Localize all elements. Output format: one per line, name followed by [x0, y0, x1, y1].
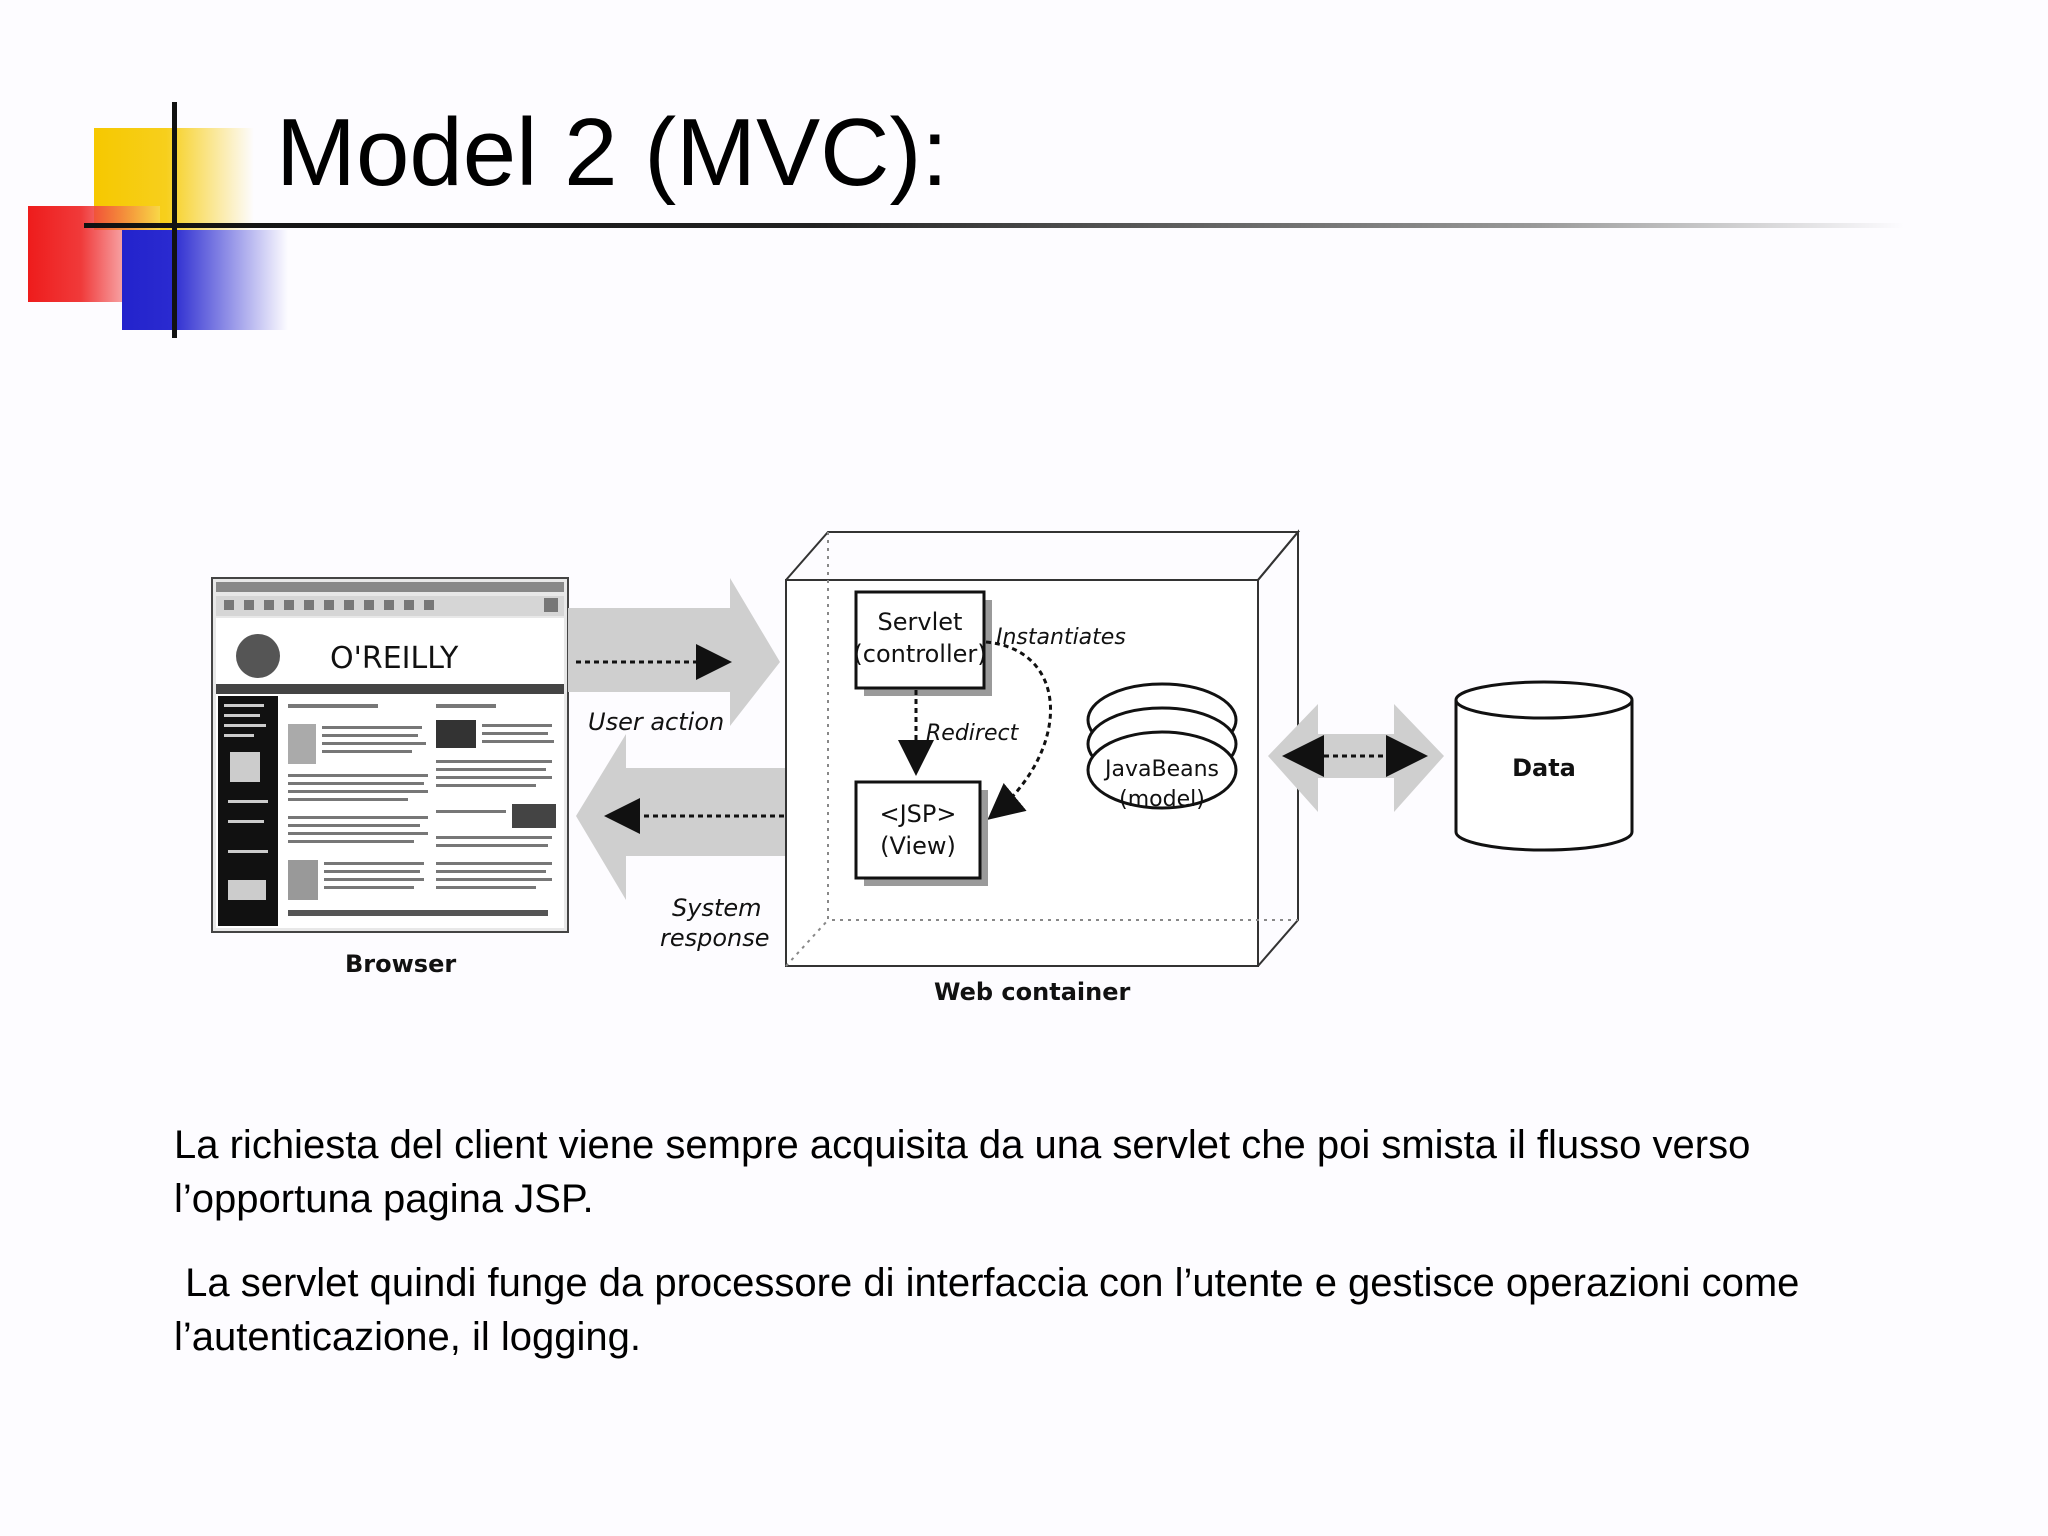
decor-blue-square	[122, 230, 288, 330]
web-container-label: Web container	[934, 978, 1130, 1006]
data-double-arrow	[1268, 704, 1444, 812]
servlet-label-2: (controller)	[853, 640, 986, 668]
decor-vertical-line	[172, 102, 177, 338]
system-response-label-2: response	[660, 924, 770, 952]
servlet-label-1: Servlet	[878, 608, 963, 636]
browser-window: O'REILLY	[212, 578, 568, 932]
javabeans-label-2: (model)	[1119, 787, 1205, 812]
instantiates-label: Instantiates	[996, 625, 1126, 650]
browser-logo: O'REILLY	[330, 641, 459, 676]
data-label: Data	[1512, 754, 1576, 782]
jsp-label-2: (View)	[880, 832, 956, 860]
mvc-diagram: O'REILLY	[200, 520, 1660, 1020]
title-underline	[84, 223, 1904, 228]
browser-label: Browser	[345, 950, 456, 978]
javabeans-label-1: JavaBeans	[1103, 757, 1219, 782]
paragraph-1: La richiesta del client viene sempre acq…	[174, 1118, 1874, 1226]
jsp-label-1: <JSP>	[879, 800, 956, 828]
system-response-label-1: System	[672, 894, 762, 922]
body-text: La richiesta del client viene sempre acq…	[174, 1118, 1874, 1394]
user-action-arrow	[568, 578, 780, 726]
system-response-arrow	[576, 734, 790, 900]
slide-title: Model 2 (MVC):	[276, 98, 948, 208]
user-action-label: User action	[588, 708, 724, 736]
redirect-label: Redirect	[926, 721, 1020, 746]
paragraph-2: La servlet quindi funge da processore di…	[174, 1256, 1874, 1364]
